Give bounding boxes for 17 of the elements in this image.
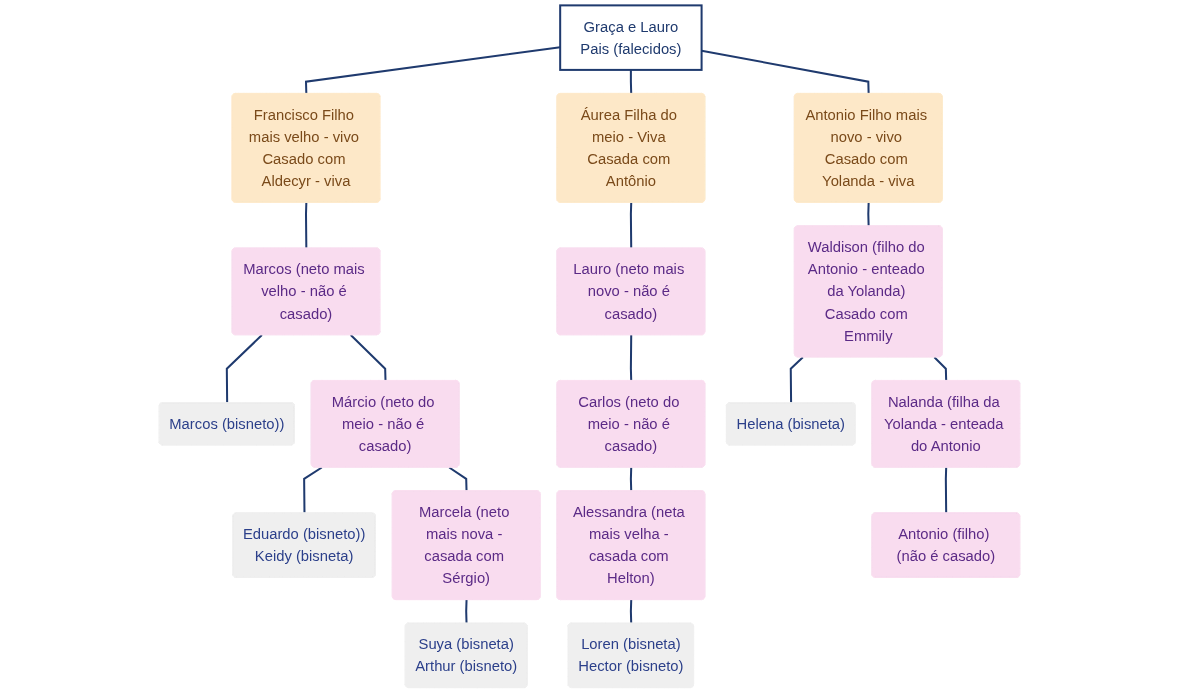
connector: [629, 335, 633, 381]
connector: [350, 334, 387, 381]
connector: [629, 599, 633, 624]
connector: [867, 202, 870, 227]
connector: [629, 202, 633, 249]
connector: [225, 334, 263, 403]
connector: [933, 356, 948, 381]
connector: [629, 69, 633, 94]
connector: [701, 49, 870, 94]
connector: [629, 467, 633, 492]
connector: [448, 466, 468, 492]
connector: [304, 46, 561, 94]
connector: [944, 467, 948, 514]
connector: [305, 202, 308, 249]
node-box: Graça e Lauro Pais (falecidos): [559, 4, 703, 71]
connector: [789, 356, 804, 403]
connector: [465, 599, 468, 624]
